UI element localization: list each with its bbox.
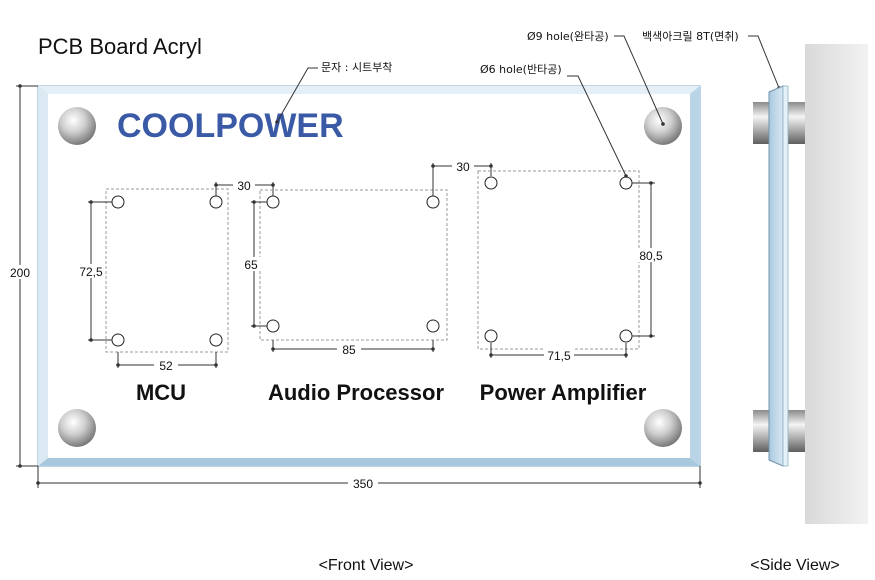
front-view-caption: <Front View> [319, 557, 414, 574]
power-amp-height-dim: 80,5 [639, 249, 663, 263]
audio-processor-block: 65 85 Audio Processor [242, 189, 448, 405]
mcu-label: MCU [136, 380, 186, 405]
standoff-icon [58, 107, 96, 145]
wall-surface [805, 44, 868, 524]
power-amplifier-block: 80,5 71,5 Power Amplifier [477, 170, 665, 405]
overall-width-text: 350 [353, 477, 373, 491]
gap-dim-2: 30 [431, 159, 493, 196]
overall-width-dim: 350 [36, 466, 702, 491]
note-lettering-text: 문자 : 시트부착 [321, 61, 392, 74]
note-hole9-text: Ø9 hole(완타공) [527, 30, 609, 43]
standoff-icon [58, 409, 96, 447]
side-view [753, 44, 868, 524]
note-hole6: Ø6 hole(반타공) [480, 63, 628, 178]
drawing-title: PCB Board Acryl [38, 34, 202, 59]
mcu-width-dim: 52 [159, 359, 173, 373]
side-view-caption: <Side View> [750, 557, 840, 574]
acrylic-board-front [37, 85, 701, 467]
overall-height-text: 200 [10, 266, 30, 280]
note-lettering: 문자 : 시트부착 [275, 61, 392, 124]
note-hole9: Ø9 hole(완타공) [527, 30, 665, 126]
note-material-text: 백색아크릴 8T(면취) [642, 30, 739, 43]
overall-height-dim: 200 [6, 84, 38, 468]
audio-processor-label: Audio Processor [268, 380, 444, 405]
mcu-height-dim: 72,5 [79, 265, 103, 279]
power-amplifier-label: Power Amplifier [480, 380, 647, 405]
acrylic-board-side [768, 85, 784, 467]
standoff-icons [58, 107, 682, 447]
standoff-icon [644, 409, 682, 447]
note-material: 백색아크릴 8T(면취) [642, 30, 781, 90]
power-amp-width-dim: 71,5 [547, 349, 571, 363]
mcu-block: 72,5 52 MCU [78, 188, 229, 405]
audio-width-dim: 85 [342, 343, 356, 357]
standoff-icon [644, 107, 682, 145]
gap-dim-1: 30 [214, 178, 275, 196]
note-hole6-text: Ø6 hole(반타공) [480, 63, 562, 76]
brand-logo-text: COOLPOWER [117, 107, 344, 145]
audio-height-dim: 65 [244, 258, 258, 272]
gap-dim-1-text: 30 [237, 179, 251, 193]
gap-dim-2-text: 30 [456, 160, 470, 174]
